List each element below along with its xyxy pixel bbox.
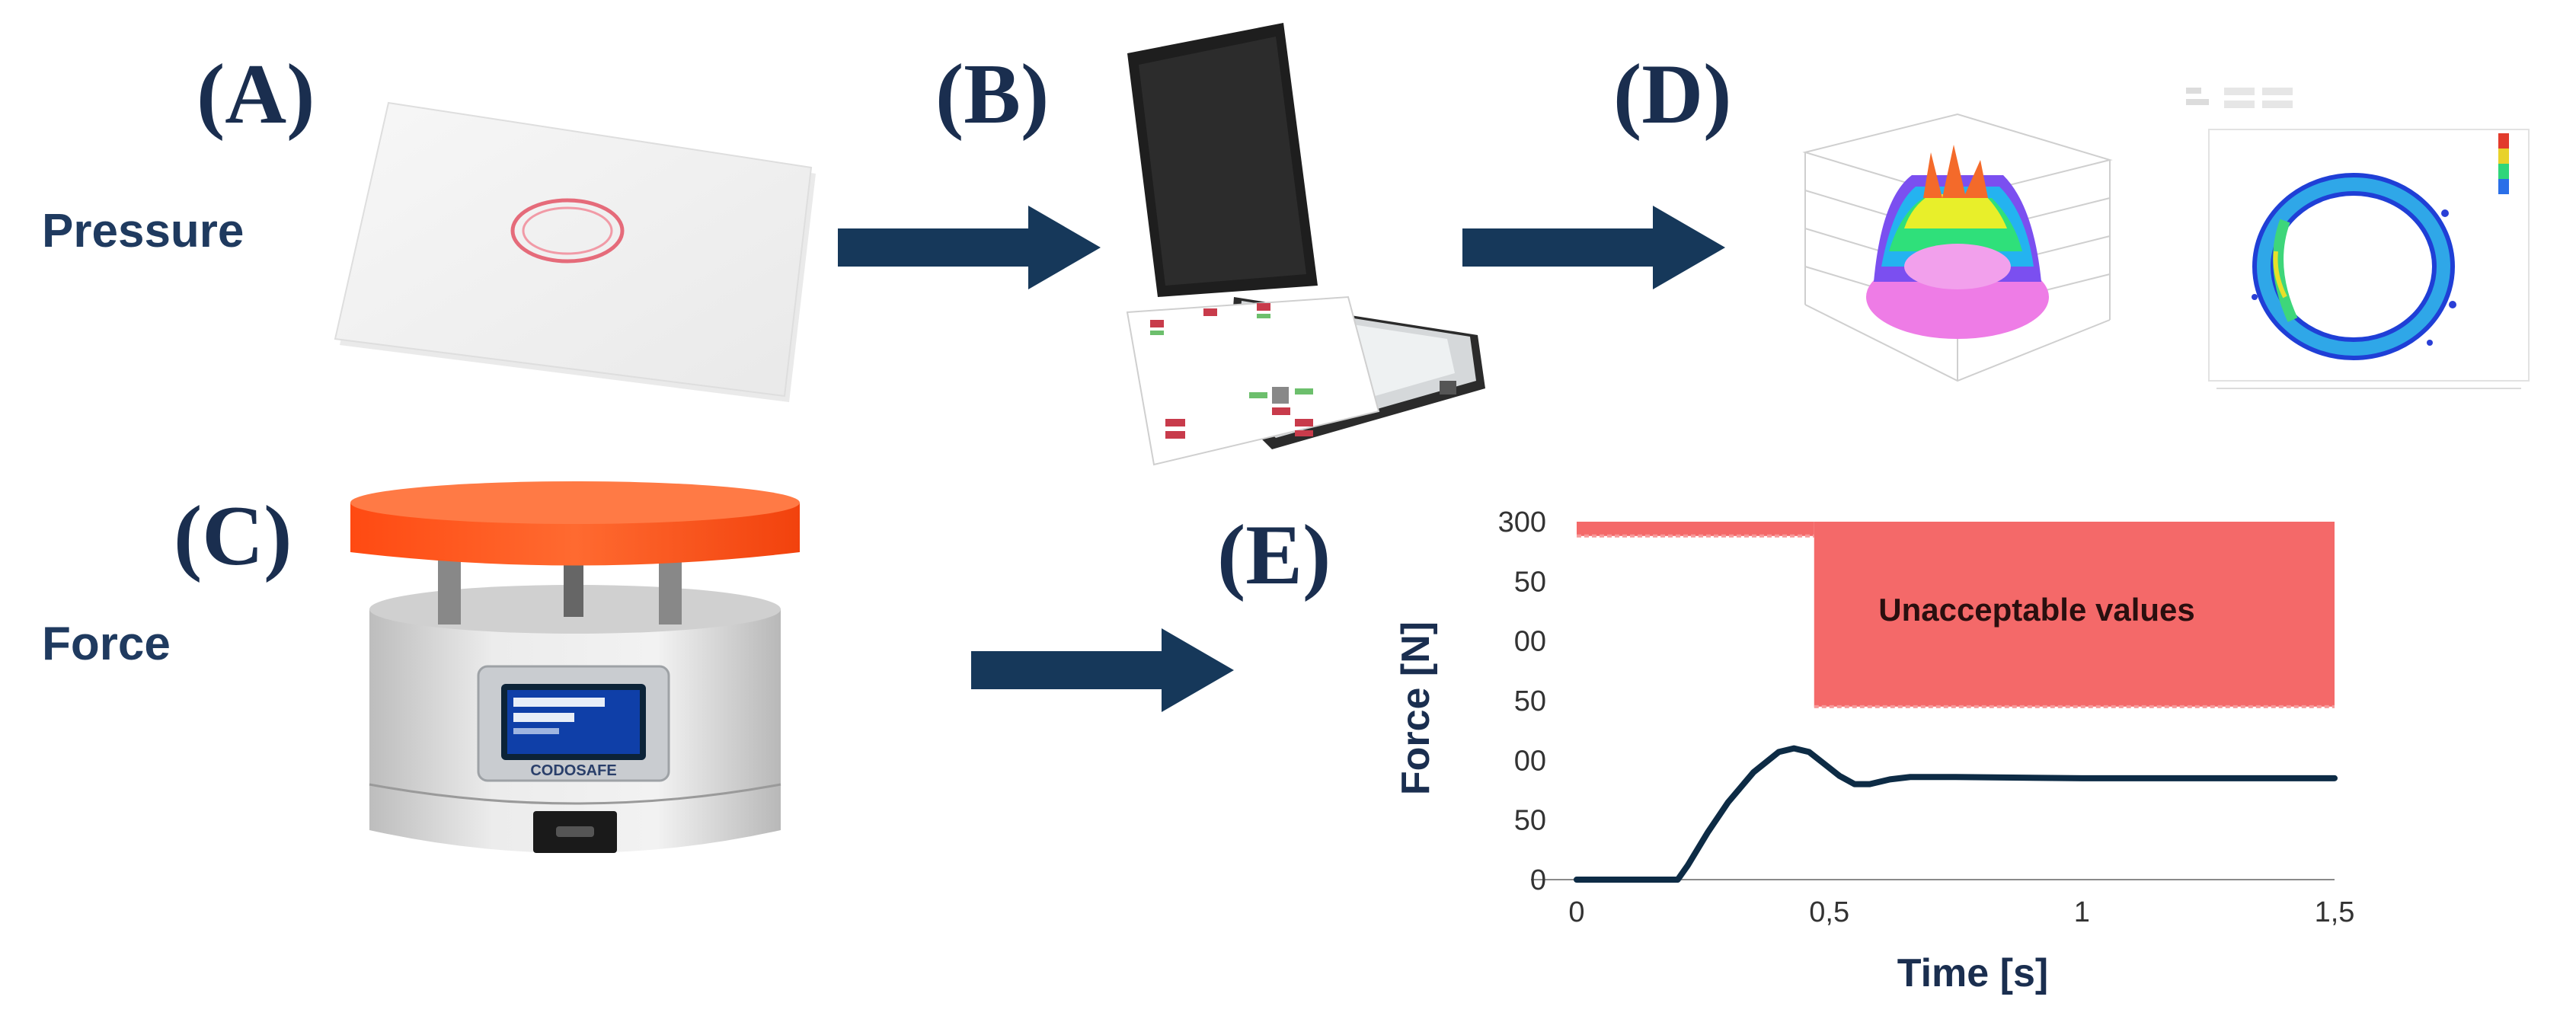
y-tick-label: 50 [1514,685,1546,717]
panel-label-b: (B) [935,47,1050,142]
x-tick-label: 1,5 [2315,896,2355,928]
unacceptable-region-1 [1577,522,1814,536]
x-axis-title: Time [s] [1897,951,2048,995]
force-gauge-image: CODOSAFE [350,481,800,853]
force-series [1574,745,2338,883]
panel-label-d: (D) [1613,47,1732,142]
device-brand: CODOSAFE [530,762,616,779]
unacceptable-region-2 [1814,522,2335,707]
unacceptable-values-label: Unacceptable values [1878,592,2195,628]
y-axis-title: Force [N] [1394,621,1438,795]
force-line-series-1 [1574,745,2338,883]
x-tick-label: 0,5 [1809,896,1849,928]
row-label-pressure: Pressure [42,205,244,257]
panel-label-a: (A) [197,47,315,142]
row-label-force: Force [42,618,171,670]
y-tick-label: 00 [1514,745,1546,777]
force-time-chart: 0 50 00 50 00 50 300 0 0,5 1 1,5 Unacceptable val… [1394,506,2354,995]
panel-label-c: (C) [174,489,292,583]
pressure-film-image [334,101,816,402]
arrow-right-icon [971,628,1234,712]
arrow-right-icon [1462,206,1725,289]
panel-label-e: (E) [1217,508,1331,602]
x-axis-ticks: 0 0,5 1 1,5 [1568,896,2354,928]
scanner-image [1126,23,1485,466]
pressure-2d-map [2178,76,2559,411]
y-tick-label: 50 [1514,805,1546,837]
y-tick-label: 50 [1514,566,1546,598]
y-tick-label: 300 [1498,506,1546,538]
arrow-right-icon [838,206,1101,289]
y-tick-label: 0 [1530,864,1546,896]
pressure-3d-plot [1802,113,2113,382]
y-tick-label: 00 [1514,626,1546,658]
x-tick-label: 1 [2074,896,2090,928]
y-axis-ticks: 0 50 00 50 00 50 300 [1498,506,1546,896]
x-tick-label: 0 [1568,896,1584,928]
threshold-regions [1577,522,2335,708]
